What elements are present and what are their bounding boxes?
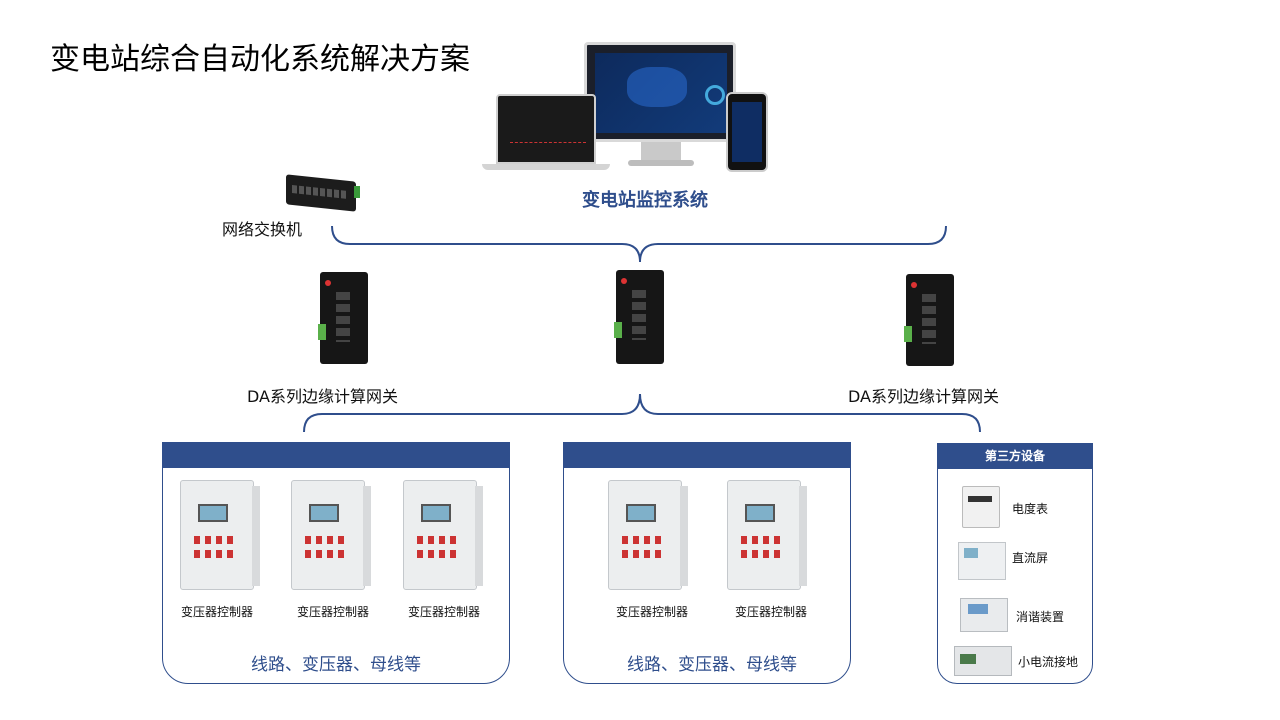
third-party-header: 第三方设备 (937, 443, 1093, 469)
monitoring-devices (478, 40, 778, 180)
energy-meter-icon (962, 486, 1000, 528)
cabinet-label: 变压器控制器 (407, 605, 480, 619)
network-switch-label: 网络交换机 (222, 220, 303, 239)
third-party-device-label: 直流屏 (1012, 551, 1049, 565)
controller-panel-2 (563, 442, 851, 684)
cabinet-label: 变压器控制器 (296, 605, 369, 619)
third-party-device-label: 消谐装置 (1016, 610, 1065, 624)
panel-2-bottom-label: 线路、变压器、母线等 (627, 655, 797, 675)
laptop-icon (496, 94, 596, 164)
cabinet-icon (291, 480, 371, 590)
cabinet-icon (727, 480, 807, 590)
third-party-device-label: 电度表 (1012, 502, 1049, 516)
cabinet-icon (403, 480, 483, 590)
phone-icon (726, 92, 768, 172)
gateway-label-right: DA系列边缘计算网关 (848, 387, 999, 406)
third-party-device-label: 小电流接地 (1018, 655, 1079, 669)
cabinet-icon (608, 480, 688, 590)
top-brace (331, 225, 947, 263)
cabinet-label: 变压器控制器 (615, 605, 688, 619)
harmonic-device-icon (960, 598, 1008, 632)
middle-brace (303, 393, 981, 433)
desktop-monitor-icon (584, 42, 736, 142)
panel-header (563, 442, 851, 468)
cabinet-label: 变压器控制器 (180, 605, 253, 619)
gateway-device-icon (612, 270, 668, 366)
monitoring-system-label: 变电站监控系统 (582, 190, 708, 211)
grounding-device-icon (954, 646, 1012, 676)
panel-header (162, 442, 510, 468)
network-switch-icon (286, 172, 360, 214)
cabinet-label: 变压器控制器 (734, 605, 807, 619)
gateway-device-icon (316, 272, 372, 366)
panel-1-bottom-label: 线路、变压器、母线等 (251, 655, 421, 675)
page-title: 变电站综合自动化系统解决方案 (50, 42, 470, 77)
gateway-device-icon (902, 274, 958, 368)
gateway-label-left: DA系列边缘计算网关 (247, 387, 398, 406)
dc-panel-icon (958, 542, 1006, 580)
cabinet-icon (180, 480, 260, 590)
